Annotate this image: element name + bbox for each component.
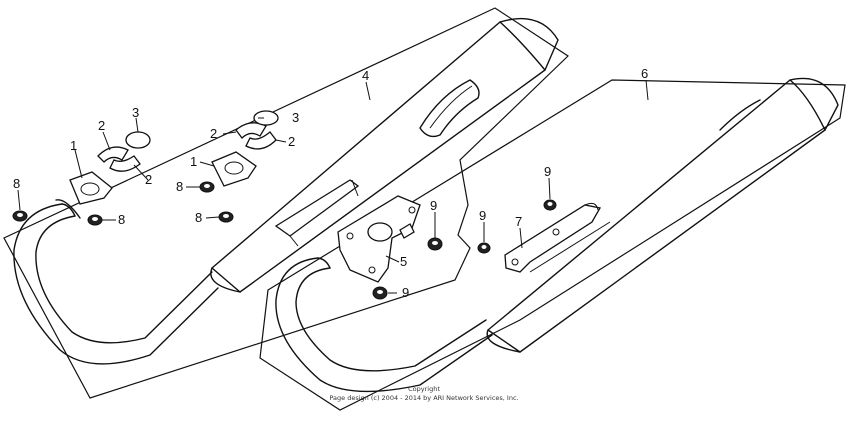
callout-3-right: 3 <box>292 110 299 125</box>
callout-8-mid-upper: 8 <box>176 179 183 194</box>
bracket-5 <box>337 195 421 283</box>
gasket-1-right <box>211 151 257 187</box>
left-muffler-hanger <box>274 179 360 247</box>
callout-2-right-top: 2 <box>210 126 217 141</box>
nut-8-c <box>199 181 215 193</box>
callout-2-right-side: 2 <box>288 134 295 149</box>
o-ring-3-right <box>253 110 279 126</box>
copyright-line-1: Copyright <box>408 385 440 393</box>
split-collar-2-left <box>97 146 141 172</box>
nut-9-b <box>372 286 388 300</box>
nut-8-b <box>87 214 103 226</box>
o-ring-3-left <box>125 131 151 149</box>
nut-9-c <box>477 242 491 254</box>
callout-6: 6 <box>641 66 648 81</box>
callout-8-far-left: 8 <box>13 176 20 191</box>
right-muffler <box>275 77 839 393</box>
bracket-7 <box>504 202 611 273</box>
nut-8-d <box>218 211 234 223</box>
copyright-line-2: Page design (c) 2004 - 2014 by ARI Netwo… <box>329 394 518 402</box>
callout-8-left: 8 <box>118 212 125 227</box>
callout-9-bracket: 9 <box>430 198 437 213</box>
callout-4: 4 <box>362 68 369 83</box>
split-collar-2-right <box>235 122 277 150</box>
callout-1-left: 1 <box>70 138 77 153</box>
callout-8-mid-lower: 8 <box>195 210 202 225</box>
callout-7: 7 <box>515 214 522 229</box>
leader-lines <box>17 79 649 294</box>
callout-9-right: 9 <box>544 164 551 179</box>
callout-1-right: 1 <box>190 154 197 169</box>
callout-5: 5 <box>400 254 407 269</box>
callout-9-mid: 9 <box>479 208 486 223</box>
callout-9-lower: 9 <box>402 285 409 300</box>
callout-2-left-side: 2 <box>145 172 152 187</box>
gasket-1-left <box>69 171 113 205</box>
callout-3-left: 3 <box>132 105 139 120</box>
left-muffler <box>13 17 559 365</box>
callout-2-left-top: 2 <box>98 118 105 133</box>
nut-8-a <box>12 210 28 222</box>
nut-9-d <box>543 199 557 211</box>
assembly-6-outline <box>259 79 846 411</box>
assembly-4-outline <box>3 7 569 399</box>
nut-9-a <box>427 237 443 251</box>
